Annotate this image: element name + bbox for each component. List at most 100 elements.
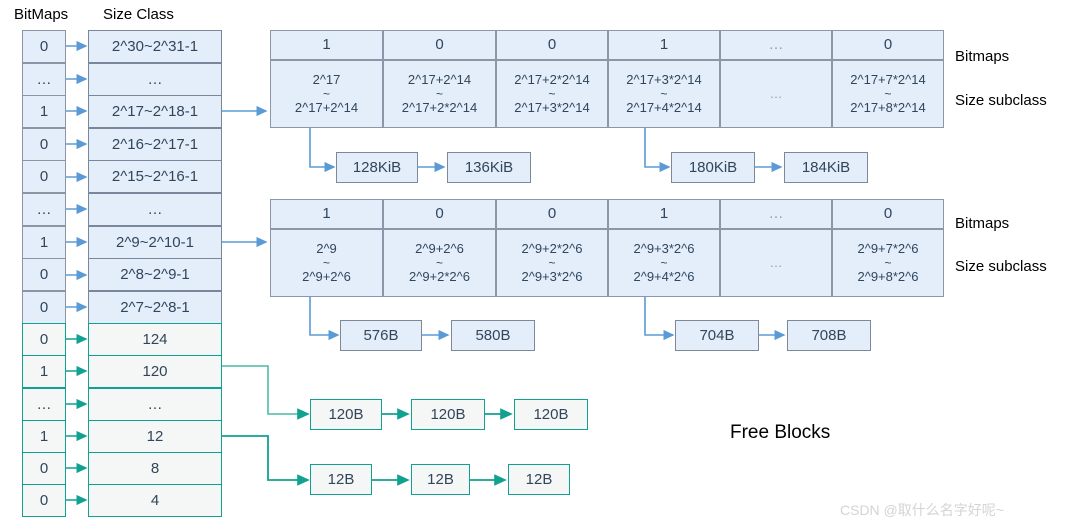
free-block-box[interactable]: 120B <box>411 399 485 430</box>
range-tilde: ~ <box>548 256 556 270</box>
header-bitmaps: BitMaps <box>14 6 69 23</box>
subclass-range-cell[interactable]: 2^9+2^6 ~ 2^9+2*2^6 <box>383 229 496 297</box>
bitmap-cell[interactable]: 0 <box>22 258 66 291</box>
range-tilde: ~ <box>884 256 892 270</box>
free-block-box[interactable]: 576B <box>340 320 422 351</box>
range-low: 2^9+2^6 <box>415 240 464 256</box>
range-high: 2^9+8*2^6 <box>857 269 919 284</box>
subclass-bitmap-cell[interactable]: 1 <box>608 30 720 60</box>
range-high: 2^9+4*2^6 <box>633 269 695 284</box>
subclass-bitmap-cell[interactable]: 0 <box>383 199 496 229</box>
range-tilde: ~ <box>884 87 892 101</box>
bitmap-cell[interactable]: 1 <box>22 420 66 453</box>
size-class-cell[interactable]: 4 <box>88 484 222 517</box>
size-class-cell[interactable]: 12 <box>88 420 222 453</box>
subclass-bitmap-cell[interactable]: 1 <box>270 199 383 229</box>
size-class-cell[interactable]: 8 <box>88 452 222 485</box>
free-block-box[interactable]: 704B <box>675 320 759 351</box>
free-block-box[interactable]: 120B <box>310 399 382 430</box>
free-block-box[interactable]: 120B <box>514 399 588 430</box>
range-tilde: ~ <box>322 87 330 101</box>
subclass-range-cell[interactable]: 2^9 ~ 2^9+2^6 <box>270 229 383 297</box>
bitmap-cell[interactable]: 1 <box>22 226 66 259</box>
range-low: 2^9+3*2^6 <box>633 240 695 256</box>
subclass-range-cell[interactable]: 2^17+3*2^14 ~ 2^17+4*2^14 <box>608 60 720 128</box>
bitmap-cell[interactable]: 0 <box>22 323 66 356</box>
size-class-cell[interactable]: 2^17~2^18-1 <box>88 95 222 128</box>
bitmap-cell[interactable]: … <box>22 193 66 226</box>
bitmap-cell[interactable]: 0 <box>22 30 66 63</box>
subclass-range-cell[interactable]: … <box>720 60 832 128</box>
range-low: 2^17+2*2^14 <box>514 71 590 87</box>
watermark: CSDN @取什么名字好呢~ <box>840 502 1004 518</box>
subclass-range-cell[interactable]: 2^17+2^14 ~ 2^17+2*2^14 <box>383 60 496 128</box>
label-size-subclass-large: Size subclass <box>955 92 1047 109</box>
size-class-cell[interactable]: … <box>88 193 222 226</box>
bitmap-cell[interactable]: … <box>22 388 66 421</box>
range-low: 2^17 <box>312 71 341 87</box>
size-class-cell[interactable]: 2^16~2^17-1 <box>88 128 222 161</box>
range-tilde: ~ <box>435 87 443 101</box>
bitmap-cell[interactable]: 1 <box>22 355 66 388</box>
bitmap-cell[interactable]: 0 <box>22 128 66 161</box>
bitmap-cell[interactable]: … <box>22 63 66 96</box>
range-low: 2^17+7*2^14 <box>850 71 926 87</box>
range-high: 2^17+4*2^14 <box>626 100 702 115</box>
size-class-cell[interactable]: 120 <box>88 355 222 388</box>
subclass-bitmap-cell[interactable]: 1 <box>608 199 720 229</box>
range-tilde: ~ <box>660 256 668 270</box>
free-block-box[interactable]: 12B <box>411 464 470 495</box>
range-high: 2^17+2*2^14 <box>401 100 478 115</box>
subclass-bitmap-cell[interactable]: … <box>720 30 832 60</box>
subclass-bitmap-cell[interactable]: 0 <box>383 30 496 60</box>
range-low: 2^17+3*2^14 <box>626 71 702 87</box>
size-class-cell[interactable]: 2^30~2^31-1 <box>88 30 222 63</box>
size-class-cell[interactable]: 2^9~2^10-1 <box>88 226 222 259</box>
range-tilde: ~ <box>548 87 556 101</box>
free-block-box[interactable]: 128KiB <box>336 152 418 183</box>
free-block-box[interactable]: 180KiB <box>671 152 755 183</box>
subclass-range-cell[interactable]: 2^17+2*2^14 ~ 2^17+3*2^14 <box>496 60 608 128</box>
range-high: 2^17+3*2^14 <box>514 100 590 115</box>
size-class-cell[interactable]: 2^7~2^8-1 <box>88 291 222 324</box>
subclass-range-cell[interactable]: 2^9+3*2^6 ~ 2^9+4*2^6 <box>608 229 720 297</box>
free-block-box[interactable]: 136KiB <box>447 152 531 183</box>
label-size-subclass-small: Size subclass <box>955 258 1047 275</box>
free-block-box[interactable]: 12B <box>508 464 570 495</box>
size-class-cell[interactable]: 2^15~2^16-1 <box>88 160 222 193</box>
free-block-box[interactable]: 184KiB <box>784 152 868 183</box>
size-class-cell[interactable]: … <box>88 63 222 96</box>
label-bitmaps-small: Bitmaps <box>955 215 1010 232</box>
size-class-cell[interactable]: 2^8~2^9-1 <box>88 258 222 291</box>
free-block-box[interactable]: 12B <box>310 464 372 495</box>
bitmap-cell[interactable]: 0 <box>22 484 66 517</box>
range-low: 2^9+2*2^6 <box>521 240 583 256</box>
subclass-range-cell[interactable]: 2^9+2*2^6 ~ 2^9+3*2^6 <box>496 229 608 297</box>
free-block-box[interactable]: 580B <box>451 320 535 351</box>
range-high: 2^9+2^6 <box>302 269 351 284</box>
size-class-cell[interactable]: … <box>88 388 222 421</box>
range-tilde: ~ <box>660 87 668 101</box>
range-low: 2^17+2^14 <box>407 71 472 87</box>
subclass-bitmap-cell[interactable]: 0 <box>832 199 944 229</box>
range-tilde: ~ <box>322 256 330 270</box>
range-low: 2^9+7*2^6 <box>857 240 919 256</box>
range-high: 2^9+3*2^6 <box>521 269 583 284</box>
size-class-cell[interactable]: 124 <box>88 323 222 356</box>
range-low: 2^9 <box>316 240 337 256</box>
subclass-bitmap-cell[interactable]: … <box>720 199 832 229</box>
subclass-bitmap-cell[interactable]: 0 <box>496 30 608 60</box>
free-block-box[interactable]: 708B <box>787 320 871 351</box>
subclass-range-cell[interactable]: 2^9+7*2^6 ~ 2^9+8*2^6 <box>832 229 944 297</box>
bitmap-cell[interactable]: 0 <box>22 452 66 485</box>
bitmap-cell[interactable]: 0 <box>22 291 66 324</box>
label-free-blocks: Free Blocks <box>730 422 831 443</box>
bitmap-cell[interactable]: 1 <box>22 95 66 128</box>
subclass-bitmap-cell[interactable]: 0 <box>832 30 944 60</box>
subclass-range-cell[interactable]: … <box>720 229 832 297</box>
bitmap-cell[interactable]: 0 <box>22 160 66 193</box>
subclass-bitmap-cell[interactable]: 1 <box>270 30 383 60</box>
subclass-range-cell[interactable]: 2^17 ~ 2^17+2^14 <box>270 60 383 128</box>
subclass-bitmap-cell[interactable]: 0 <box>496 199 608 229</box>
subclass-range-cell[interactable]: 2^17+7*2^14 ~ 2^17+8*2^14 <box>832 60 944 128</box>
